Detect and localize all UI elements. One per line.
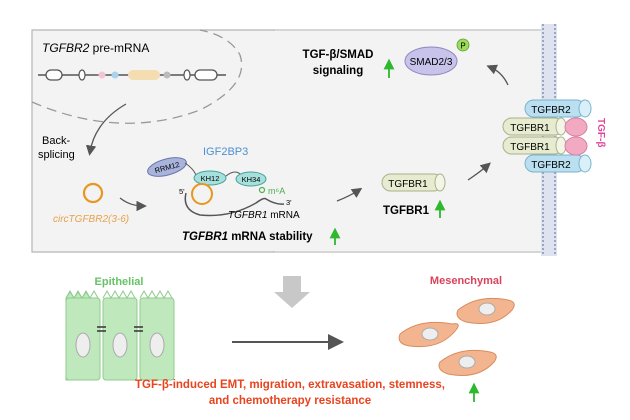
igf2bp3-label: IGF2BP3	[203, 146, 248, 158]
svg-text:TGFBR1: TGFBR1	[510, 123, 550, 134]
svg-text:KH34: KH34	[242, 175, 261, 184]
protein-to-receptor-arrow	[467, 162, 491, 181]
three-prime-label: 3'	[286, 198, 292, 207]
smad23-protein: SMAD2/3	[404, 46, 458, 76]
svg-text:KH12: KH12	[201, 174, 220, 183]
signaling-label: TGF-β/SMAD	[303, 49, 374, 61]
tgfbr1-protein: TGFBR1	[381, 173, 446, 192]
down-block-arrow-icon	[274, 276, 310, 308]
outcome-label-line2: and chemotherapy resistance	[209, 395, 371, 407]
m6a-label: m⁶A	[268, 186, 285, 196]
back-splicing-label: Back-	[42, 135, 70, 147]
phosphate-badge: P	[456, 38, 470, 52]
kh34-domain: KH34	[235, 171, 267, 187]
cytoplasm-area	[33, 31, 545, 251]
mrna-stability-label: TGFBR1 mRNA stability	[182, 231, 313, 243]
mesenchymal-cells-icon	[398, 297, 515, 376]
svg-text:TGFBR1: TGFBR1	[510, 142, 550, 153]
back-splicing-arrow	[85, 103, 127, 156]
nucleus-boundary	[31, 29, 243, 124]
receptor-complex: TGFBR2 TGFBR1 TGFBR1 TGFBR2	[502, 99, 592, 173]
tgf-beta-label: TGF-β	[595, 118, 606, 147]
circ-in-complex-icon	[191, 183, 213, 205]
rrm12-domain: RRM12	[147, 157, 187, 177]
receptor-tgfbr1-upper: TGFBR1	[502, 117, 567, 136]
m6a-mark-icon	[258, 186, 266, 194]
epithelial-cells-icon	[65, 289, 175, 381]
back-splicing-label-2: splicing	[38, 149, 75, 161]
tgfbr1-up-label: TGFBR1	[383, 205, 430, 217]
receptor-to-smad-arrow	[486, 64, 509, 86]
outcome-label-line1: TGF-β-induced EMT, migration, extravasat…	[135, 379, 445, 391]
signaling-label-2: signaling	[313, 65, 363, 77]
five-prime-label: 5'	[179, 187, 185, 196]
mesenchymal-label: Mesenchymal	[430, 275, 502, 287]
tgfbr1-mrna-label: TGFBR1 mRNA	[228, 210, 300, 221]
cell-panel-border	[31, 29, 545, 253]
receptor-tgfbr2-top: TGFBR2	[524, 99, 592, 118]
pre-mrna-exons	[38, 69, 226, 81]
svg-text:SMAD2/3: SMAD2/3	[410, 57, 453, 68]
pre-mrna-label: TGFBR2 pre-mRNA	[42, 41, 149, 55]
mrna-to-protein-arrow	[336, 187, 363, 202]
svg-text:TGFBR1: TGFBR1	[388, 179, 428, 190]
circ-to-complex-arrow	[119, 197, 147, 212]
receptor-tgfbr2-bottom: TGFBR2	[524, 154, 592, 173]
mrna-strand	[184, 192, 285, 217]
kh12-domain: KH12	[193, 170, 227, 186]
tgf-beta-ligand-icon	[564, 117, 588, 156]
svg-text:TGFBR2: TGFBR2	[531, 160, 571, 171]
circ-rna-icon	[82, 182, 104, 204]
svg-text:P: P	[460, 42, 465, 51]
epithelial-label: Epithelial	[95, 276, 144, 288]
receptor-tgfbr1-lower: TGFBR1	[502, 136, 567, 155]
svg-text:TGFBR2: TGFBR2	[531, 105, 571, 116]
circ-rna-label: circTGFBR2(3-6)	[53, 214, 129, 225]
